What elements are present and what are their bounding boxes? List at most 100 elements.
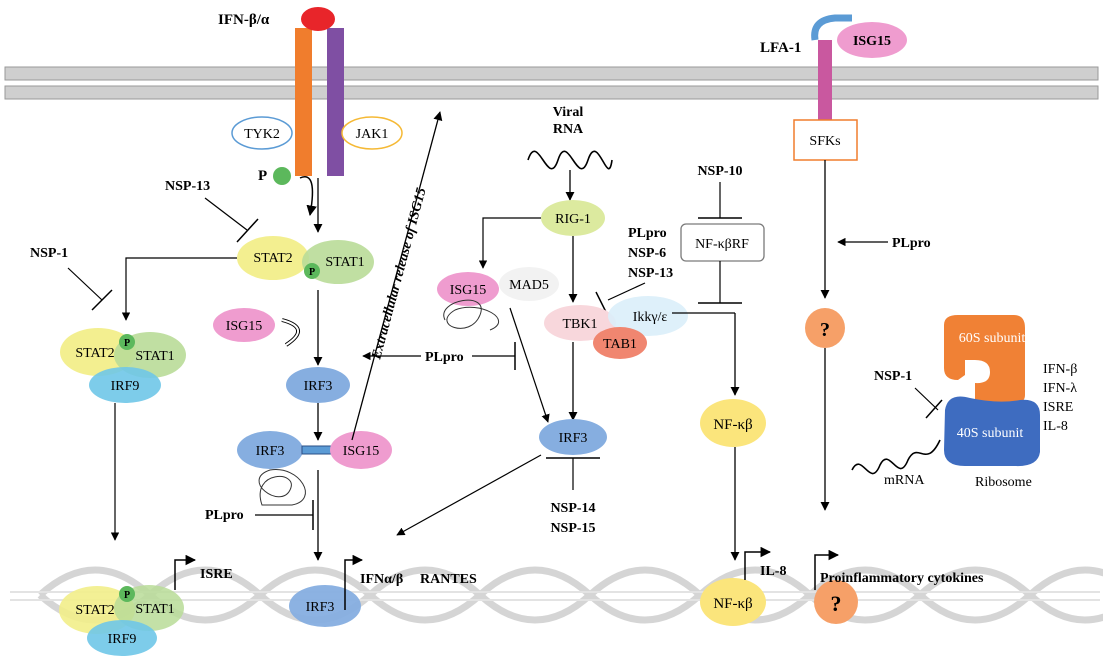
irf3-node-dna xyxy=(289,585,361,627)
plpro-structure-mid xyxy=(443,299,499,331)
tyk2-label: TYK2 xyxy=(244,127,280,142)
nsp13-right-label: NSP-13 xyxy=(628,266,673,281)
nsp1-right-label: NSP-1 xyxy=(874,369,912,384)
nsp-inhibit-line xyxy=(607,282,646,301)
nsp1-inhibit-line xyxy=(67,267,103,301)
irf3-label: IRF3 xyxy=(306,600,335,615)
tab1-label: TAB1 xyxy=(603,337,637,352)
irf3-label: IRF3 xyxy=(304,379,333,394)
plpro-label-right: PLpro xyxy=(628,226,667,241)
rantes-label: RANTES xyxy=(420,572,477,587)
nfkb-node-dna xyxy=(700,578,766,626)
plpro-middle-label: PLpro xyxy=(425,350,464,365)
isre-promoter-arrow xyxy=(174,554,197,590)
nsp6-label: NSP-6 xyxy=(628,246,666,261)
phosphate-dot xyxy=(273,167,291,185)
phosphate-label: P xyxy=(258,168,267,184)
cell-membrane xyxy=(4,66,1099,100)
nfkb-label: NF-κβ xyxy=(713,417,752,433)
isg15-node-left xyxy=(213,308,275,342)
irf3-label: IRF3 xyxy=(559,431,588,446)
rna-label: RNA xyxy=(553,122,584,137)
viral-label: Viral xyxy=(553,105,584,120)
nsp13-left-label: NSP-13 xyxy=(165,179,210,194)
tab1-node xyxy=(593,327,647,359)
cytokine-promoter-arrow xyxy=(814,549,840,590)
ifn-promoter-arrow xyxy=(344,554,364,610)
ifn-receptor: IFN-β/α TYK2 JAK1 xyxy=(218,7,403,176)
nsp1-left-label: NSP-1 xyxy=(30,246,68,261)
question-label: ? xyxy=(820,319,830,341)
nsp-inhibit-bar xyxy=(595,291,607,313)
nfkbrf-label: NF-κβRF xyxy=(695,237,749,252)
irf3-node-right xyxy=(539,419,607,455)
rig1-label: RIG-1 xyxy=(555,212,591,227)
il8-list-label: IL-8 xyxy=(1043,419,1068,434)
nfkb-label: NF-κβ xyxy=(713,596,752,612)
mrna-squiggle xyxy=(851,439,941,475)
nfkb-node-upper xyxy=(700,399,766,447)
viral-rna-squiggle xyxy=(527,150,613,170)
rig1-node xyxy=(541,200,605,236)
isg15-extracellular-node xyxy=(837,22,907,58)
irf3-node-upper xyxy=(286,367,350,403)
irf3-to-dna-arrow xyxy=(396,454,542,536)
unknown-node-dna xyxy=(814,580,858,624)
plpro-lower-label: PLpro xyxy=(205,508,244,523)
mad5-to-irf3-arrow xyxy=(509,307,550,423)
sfks-label: SFKs xyxy=(809,134,840,149)
isg15-linkage xyxy=(301,445,333,455)
phosphate-small: P xyxy=(124,338,130,349)
nsp10-label: NSP-10 xyxy=(697,164,742,179)
ribosome-60s xyxy=(944,315,1025,404)
stat2-label: STAT2 xyxy=(75,346,114,361)
unknown-node-upper xyxy=(805,308,845,348)
isg15-label: ISG15 xyxy=(226,319,263,334)
lfa1-cap xyxy=(811,14,852,41)
mrna-label: mRNA xyxy=(884,473,925,488)
plpro-right-label: PLpro xyxy=(892,236,931,251)
stat1-label: STAT1 xyxy=(325,255,364,270)
proinflammatory-label: Proinflammatory cytokines xyxy=(820,571,984,586)
subunit-40s-label: 40S subunit xyxy=(957,426,1024,441)
irf3-conjugate-node xyxy=(237,431,303,469)
nsp15-label: NSP-15 xyxy=(550,521,595,536)
ribosome-label: Ribosome xyxy=(975,475,1032,490)
lfa1-label: LFA-1 xyxy=(760,40,801,56)
nsp14-label: NSP-14 xyxy=(550,501,595,516)
tbk1-node xyxy=(544,305,616,341)
stat2-label: STAT2 xyxy=(75,603,114,618)
isgf3-complex-left: P STAT2 STAT1 IRF9 xyxy=(60,328,186,403)
stat1-label: STAT1 xyxy=(135,349,174,364)
irf9-label: IRF9 xyxy=(111,379,140,394)
stat-complex-top: P STAT2 STAT1 xyxy=(237,236,374,284)
mad5-node xyxy=(499,267,559,301)
ikk-label: Ikkγ/ε xyxy=(633,310,668,325)
stat-to-isgf3-arrow xyxy=(121,257,237,321)
tbk1-label: TBK1 xyxy=(563,317,598,332)
isre-label: ISRE xyxy=(200,567,233,582)
ribosome: 60S subunit 40S subunit Ribosome xyxy=(944,315,1040,490)
rig1-to-isg15-arrow xyxy=(478,217,541,269)
ifn-beta-alpha-label: IFN-β/α xyxy=(218,12,270,28)
jak1-node xyxy=(341,116,403,150)
isg15-label: ISG15 xyxy=(450,283,487,298)
plpro-structure-lower xyxy=(258,469,306,506)
il8-promoter-arrow xyxy=(744,546,772,580)
ifna-b-label: IFNα/β xyxy=(360,572,403,587)
subunit-60s-label: 60S subunit xyxy=(959,331,1026,346)
stat1-label: STAT1 xyxy=(135,602,174,617)
isg15-conjugate-node xyxy=(330,431,392,469)
nsp1-right-inhibit-line xyxy=(914,387,939,411)
dna-helix xyxy=(10,566,1103,624)
isg15-label: ISG15 xyxy=(343,444,380,459)
phosphate-small: P xyxy=(309,267,315,278)
jak1-label: JAK1 xyxy=(356,127,389,142)
nsp13-inhibit-bar xyxy=(236,218,259,243)
il8-label: IL-8 xyxy=(760,564,786,579)
isre-list-label: ISRE xyxy=(1043,400,1073,415)
nsp13-inhibit-line xyxy=(204,197,248,231)
isgf3-complex-dna: P STAT2 STAT1 IRF9 xyxy=(59,585,184,656)
